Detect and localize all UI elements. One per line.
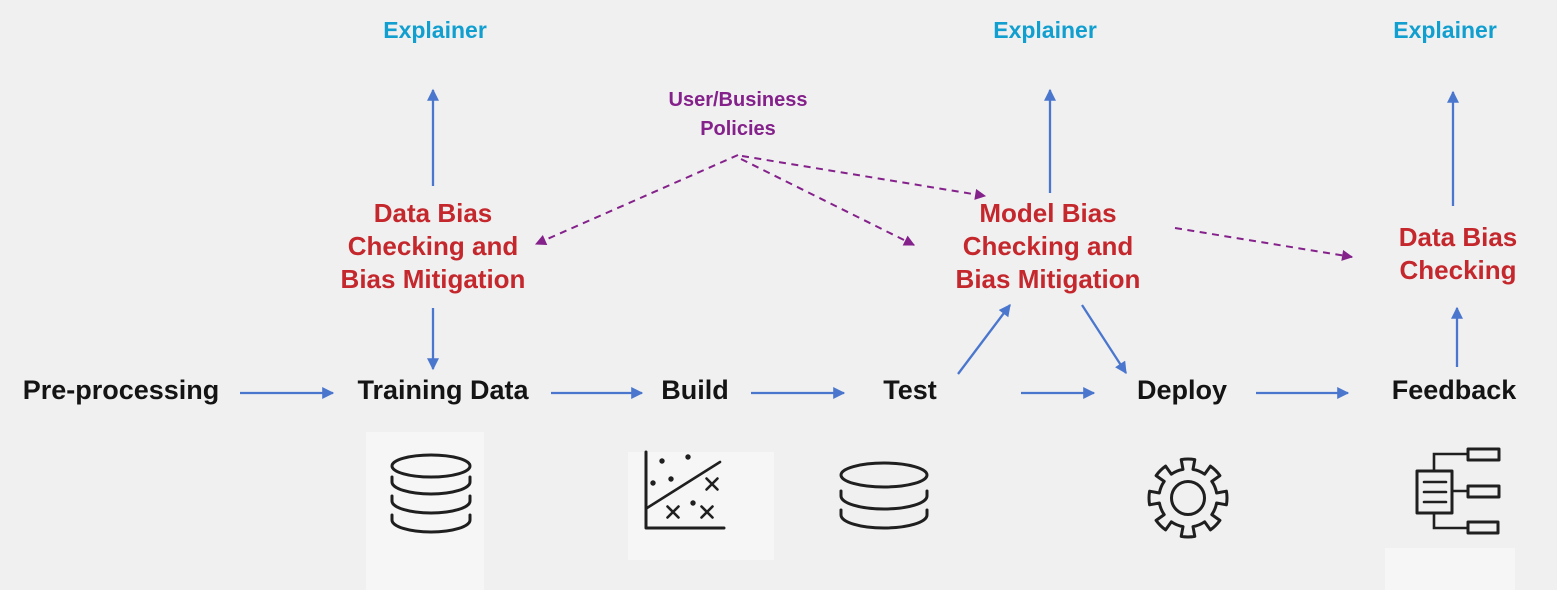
bias-line: Checking and [962,231,1134,261]
bias-line: Bias Mitigation [955,264,1141,294]
stage-feedback: Feedback [1391,375,1517,405]
policies-line-1: User/Business [668,89,808,111]
hierarchy-icon [1415,447,1501,535]
scatter-plot-icon [644,450,726,530]
bias-line: Model Bias [979,198,1117,228]
data-bias-checking-label: Data Bias Checking [1399,221,1518,287]
bias-line: Checking and [347,231,519,261]
database-icon [390,453,472,534]
arrow-test-to-modelbias [957,304,1011,375]
explainer-label-1: Explainer [383,17,487,43]
bias-line: Data Bias [1398,222,1518,252]
model-bias-checking-mitigation-label: Model Bias Checking and Bias Mitigation [956,197,1141,296]
bias-line: Data Bias [373,198,493,228]
arrow-modelbias-to-deploy [1081,304,1127,375]
highlight-patch [1385,548,1515,590]
stage-deploy: Deploy [1136,375,1228,405]
policies-line-2: Policies [700,118,776,140]
data-bias-checking-mitigation-label: Data Bias Checking and Bias Mitigation [341,197,526,296]
explainer-label-3: Explainer [1393,17,1497,43]
stage-build: Build [661,375,729,405]
arrow-policies-to-modelbias-top [741,155,987,200]
gear-icon [1147,457,1229,539]
explainer-label-2: Explainer [993,17,1097,43]
stage-test: Test [883,375,937,405]
stage-preprocessing: Pre-processing [22,375,220,405]
user-business-policies-label: User/Business Policies [669,86,808,144]
arrow-policies-to-databias [534,154,739,246]
arrow-policies-to-modelbias [740,158,915,246]
bias-line: Bias Mitigation [340,264,526,294]
highlight-patch [366,432,484,590]
database-icon [839,461,929,530]
bias-line: Checking [1399,255,1517,285]
arrow-modelbias-to-databiaschecking [1174,227,1354,261]
stage-training-data: Training Data [357,375,529,405]
